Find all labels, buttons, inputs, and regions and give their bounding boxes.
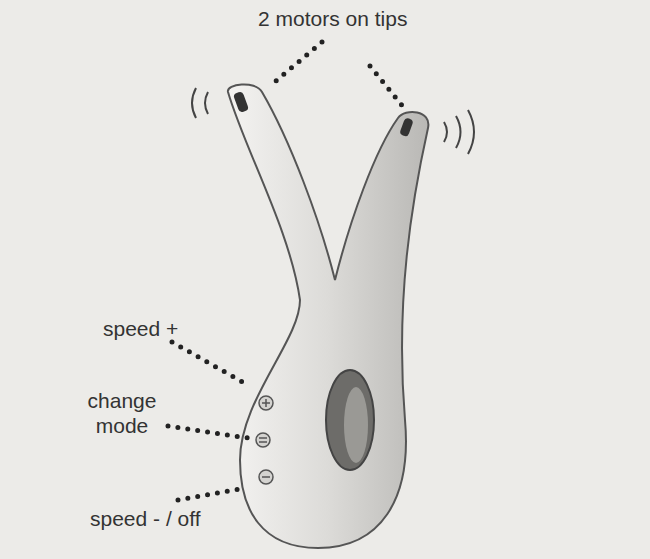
button-label: speed + [103,316,178,341]
device-opening [326,370,374,470]
device-body [228,84,429,548]
callout-label: 2 motors on tips [258,6,407,31]
vibration-marks [192,88,474,154]
button-label: speed - / off [90,506,201,531]
motor-mark [399,117,414,137]
device-opening-inner [344,387,368,463]
button-symbols [256,396,273,484]
leader-dots [168,42,404,500]
button-label: change mode [76,388,168,438]
motor-mark [233,91,249,113]
